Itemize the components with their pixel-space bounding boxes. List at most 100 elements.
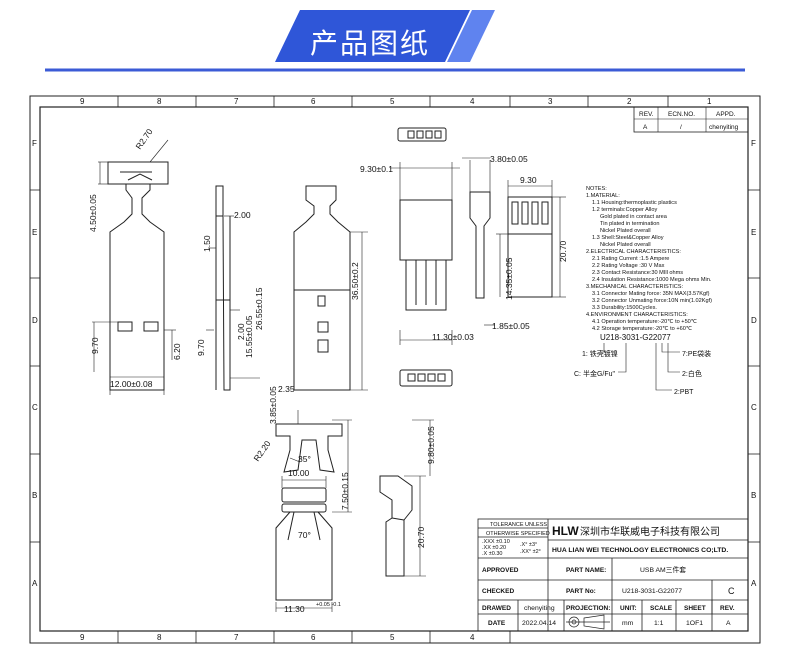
row-label: E [751, 228, 756, 237]
outer-frame [29, 95, 761, 644]
code-note: 2:PBT [674, 389, 694, 396]
col-label: 8 [157, 97, 162, 106]
note-line: 4.2 Storage temperature:-20℃ to +60℃ [592, 326, 693, 332]
note-line: 3.2 Connector Unmating force:10N min(1.0… [592, 298, 712, 304]
technical-drawing: 9 8 7 6 5 4 3 2 1 9 8 7 6 5 4 F E D C B … [0, 90, 790, 663]
drawing-sheet: 9 8 7 6 5 4 3 2 1 9 8 7 6 5 4 F E D C B … [29, 95, 761, 644]
row-label: B [751, 491, 756, 500]
tol-line: .X ±0.30 [482, 551, 502, 557]
company-name-en: HUA LIAN WEI TECHNOLOGY ELECTRONICS CO;L… [552, 547, 728, 554]
code-note: C: 半金G/Fu" [574, 369, 616, 378]
dim-label: 3.80±0.05 [490, 154, 528, 164]
rev-header: APPD. [716, 111, 736, 118]
note-line: 1.2 terminals:Copper Alloy [592, 207, 657, 213]
row-label: D [32, 316, 38, 325]
dim-label: 11.30 [284, 604, 305, 614]
dim-label: 1.50 [202, 235, 212, 252]
dim-label: 11.30±0.03 [432, 332, 474, 342]
connector-profile-view [469, 191, 491, 299]
note-line: Nickel Plated overall [600, 228, 651, 234]
row-label: D [751, 316, 757, 325]
dim-label: 26.55±0.15 [254, 287, 264, 330]
checked-label: CHECKED [482, 588, 514, 595]
connector-side-view [397, 127, 453, 387]
dim-label: 7.50±0.15 [340, 472, 350, 510]
row-label: F [751, 139, 756, 148]
col-label: 2 [627, 97, 632, 106]
dim-label: 9.80±0.05 [426, 426, 436, 464]
col-label: 4 [470, 97, 475, 106]
tol-line: .XX° ±2° [520, 549, 541, 555]
row-label: A [751, 579, 757, 588]
cover-side-view [379, 475, 413, 577]
notes-block: NOTES: 1.MATERIAL: 1.1 Housing:thermopla… [586, 186, 712, 332]
note-line: 1.3 Shell:Steel&Copper Alloy [592, 235, 664, 241]
part-no-label: PART No: [566, 588, 596, 595]
col-label: 4 [470, 633, 475, 642]
company-name-cn: 深圳市华联威电子科技有限公司 [580, 525, 720, 538]
note-line: 4.ENVIRONMENT CHARACTERISTICS: [586, 312, 688, 318]
dim-tolerance: +0.05 -0.1 [316, 602, 341, 608]
note-line: 2.2 Rating Voltage :30 V Max [592, 263, 665, 269]
dim-label: 9.70 [90, 337, 100, 354]
projection-symbol [566, 614, 610, 630]
col-label: 9 [80, 97, 85, 106]
col-label: 6 [311, 97, 316, 106]
unit-label: UNIT: [620, 605, 637, 612]
dim-label: 2.35 [278, 384, 295, 394]
code-note: 1: 铁壳镀镍 [582, 349, 618, 358]
dim-label: 35° [298, 454, 311, 464]
part-name-value: USB AM三件套 [640, 565, 686, 574]
rev-header: ECN.NO. [668, 111, 695, 118]
note-line: 1.MATERIAL: [586, 193, 620, 199]
projection-label: PROJECTION: [566, 605, 610, 612]
title-block: TOLERANCE UNLESS OTHERWISE SPECIFIED .XX… [477, 518, 749, 632]
part-code: U218-3031-G22077 [600, 333, 671, 342]
dim-label: 4.50±0.05 [88, 194, 98, 232]
dim-label: 9.30±0.1 [360, 164, 393, 174]
tol-line: .XXX ±0.10 [482, 539, 510, 545]
part-name-label: PART NAME: [566, 567, 606, 574]
row-label: F [32, 139, 37, 148]
dim-label: 14.35±0.05 [504, 257, 514, 300]
note-line: Tin plated in termination [600, 221, 660, 227]
rev-cell: / [680, 124, 682, 131]
rev-header: REV. [639, 111, 654, 118]
cover-top-view [275, 423, 343, 473]
page-header: 产品图纸 [0, 0, 790, 90]
tol-sub: OTHERWISE SPECIFIED [486, 531, 550, 537]
dim-label: 12.00±0.08 [110, 379, 153, 389]
row-label: E [32, 228, 37, 237]
scale-label: SCALE [650, 605, 673, 612]
connector-front-view [507, 196, 553, 298]
sheet-label: SHEET [684, 605, 706, 612]
back-view-plug [293, 185, 351, 391]
dim-label: R2.20 [251, 439, 272, 464]
col-label: 8 [157, 633, 162, 642]
scale-value: 1:1 [654, 620, 664, 627]
col-label: 6 [311, 633, 316, 642]
front-view-plug [107, 161, 169, 391]
note-line: 4.1 Operation temperature:-20℃ to +50℃ [592, 319, 698, 325]
tol-line: .X° ±3° [520, 542, 537, 548]
dim-label: 20.70 [416, 526, 426, 548]
unit-value: mm [622, 620, 634, 627]
rev-label: REV. [720, 605, 735, 612]
side-view-shell [215, 185, 231, 391]
dim-label: 2.00 [234, 210, 251, 220]
col-label: 3 [548, 97, 553, 106]
col-label: 1 [707, 97, 712, 106]
note-line: Gold plated in contact area [600, 214, 668, 220]
rev-cell: A [643, 124, 648, 131]
dim-label: 10.00 [288, 468, 310, 478]
drawer-value: chenyiting [524, 605, 555, 612]
header-banner [45, 10, 745, 72]
col-label: 5 [390, 97, 395, 106]
note-line: 2.4 Insulation Resistance:1000 Mega ohms… [592, 277, 712, 283]
date-value: 2022.04.14 [522, 620, 556, 627]
note-line: 2.1 Rating Current :1.5 Ampere [592, 256, 669, 262]
col-label: 9 [80, 633, 85, 642]
code-note: 7:PE袋装 [682, 349, 711, 358]
col-label: 7 [234, 633, 239, 642]
part-code-legend: U218-3031-G22077 1: 铁壳镀镍 C: 半金G/Fu" 7:PE… [574, 333, 711, 396]
